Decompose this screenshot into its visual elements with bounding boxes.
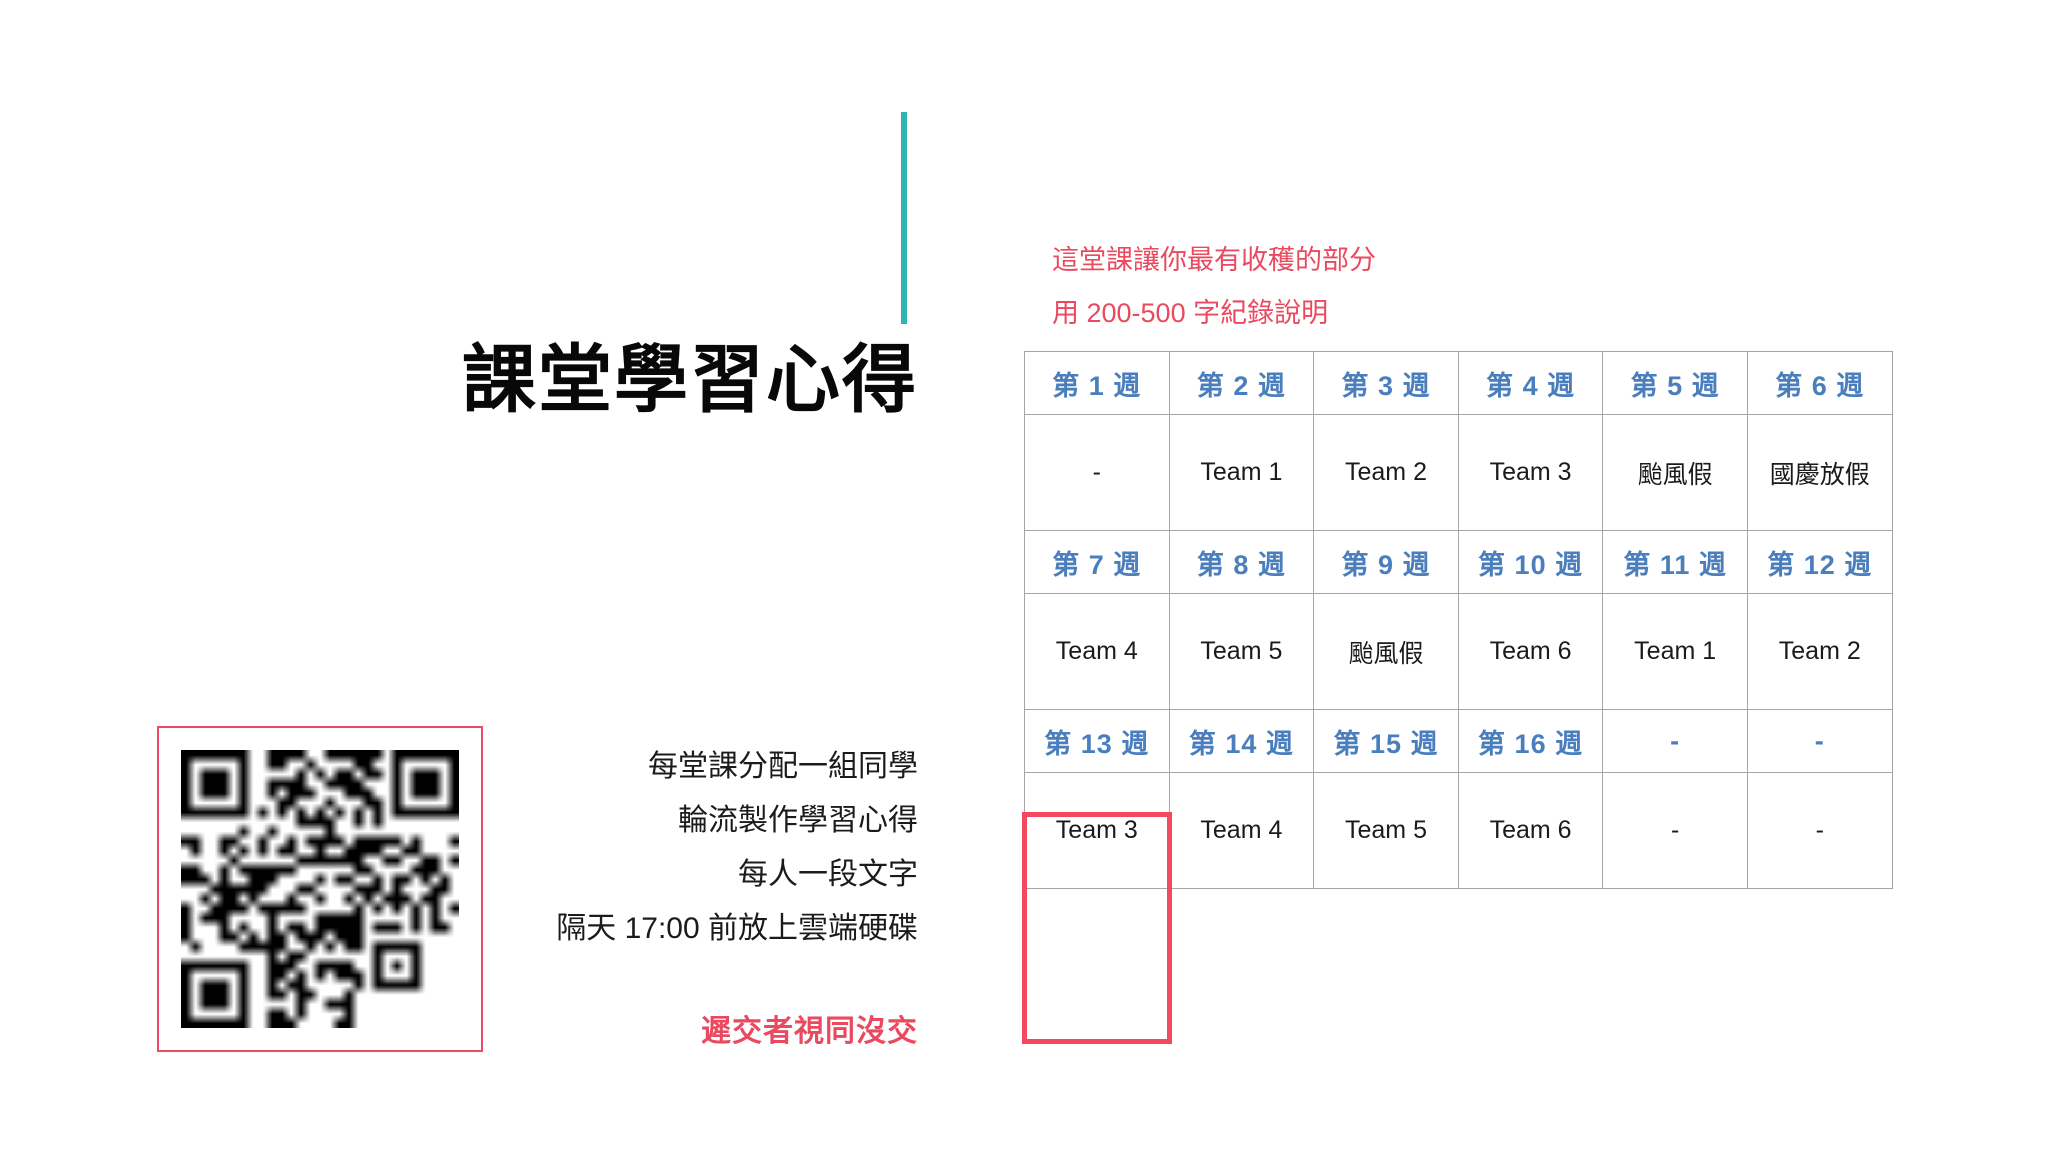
team-assignment-cell: - — [1024, 414, 1170, 531]
week-header-row: 第 13 週第 14 週第 15 週第 16 週-- — [1024, 709, 1893, 773]
team-assignment-cell: Team 4 — [1024, 593, 1170, 710]
instruction-line: 每人一段文字 — [738, 858, 918, 891]
week-header-cell: - — [1602, 709, 1748, 773]
team-assignment-cell: Team 3 — [1024, 772, 1170, 889]
page-title: 課堂學習心得 — [462, 338, 918, 421]
instruction-line: 隔天 17:00 前放上雲端硬碟 — [556, 912, 918, 945]
instruction-block: 每堂課分配一組同學 輪流製作學習心得 每人一段文字 隔天 17:00 前放上雲端… — [370, 740, 918, 1050]
week-header-cell: 第 1 週 — [1024, 351, 1170, 415]
instruction-line: 輪流製作學習心得 — [678, 804, 918, 837]
week-header-cell: 第 4 週 — [1457, 351, 1604, 415]
qr-code-icon — [181, 750, 459, 1028]
late-submission-warning: 遲交者視同沒交 — [701, 1015, 918, 1048]
team-assignment-cell: - — [1746, 772, 1893, 889]
week-header-cell: 第 11 週 — [1602, 530, 1748, 594]
week-header-cell: 第 10 週 — [1457, 530, 1604, 594]
week-header-row: 第 7 週第 8 週第 9 週第 10 週第 11 週第 12 週 — [1024, 530, 1893, 594]
week-header-cell: 第 15 週 — [1313, 709, 1459, 773]
week-header-row: 第 1 週第 2 週第 3 週第 4 週第 5 週第 6 週 — [1024, 351, 1893, 415]
week-header-cell: 第 3 週 — [1313, 351, 1459, 415]
team-assignment-cell: Team 2 — [1313, 414, 1459, 531]
week-header-cell: 第 7 週 — [1024, 530, 1170, 594]
qr-code-frame[interactable] — [157, 726, 483, 1052]
team-assignment-cell: - — [1602, 772, 1748, 889]
instruction-line: 每堂課分配一組同學 — [648, 750, 918, 783]
team-assignment-cell: 颱風假 — [1313, 593, 1459, 710]
week-header-cell: 第 8 週 — [1168, 530, 1315, 594]
team-assignment-cell: Team 5 — [1168, 593, 1315, 710]
week-header-cell: 第 14 週 — [1168, 709, 1315, 773]
accent-rule — [901, 112, 907, 324]
week-header-cell: 第 5 週 — [1602, 351, 1748, 415]
week-header-cell: 第 9 週 — [1313, 530, 1459, 594]
team-assignment-cell: Team 4 — [1168, 772, 1315, 889]
week-header-cell: 第 13 週 — [1024, 709, 1170, 773]
team-assignment-cell: Team 1 — [1602, 593, 1748, 710]
team-assignment-cell: Team 6 — [1457, 593, 1604, 710]
note-line: 用 200-500 字紀錄說明 — [1052, 298, 1329, 328]
assignment-notes: 這堂課讓你最有收穫的部分 用 200-500 字紀錄說明 — [1052, 234, 1892, 340]
team-assignment-cell: Team 1 — [1168, 414, 1315, 531]
team-assignment-cell: Team 6 — [1457, 772, 1604, 889]
week-header-cell: 第 6 週 — [1746, 351, 1893, 415]
team-assignment-cell: Team 2 — [1746, 593, 1893, 710]
week-header-cell: 第 12 週 — [1746, 530, 1893, 594]
team-assignment-cell: Team 3 — [1457, 414, 1604, 531]
team-assignment-cell: Team 5 — [1313, 772, 1459, 889]
week-header-cell: - — [1746, 709, 1893, 773]
week-header-cell: 第 2 週 — [1168, 351, 1315, 415]
team-assignment-cell: 颱風假 — [1602, 414, 1748, 531]
week-header-cell: 第 16 週 — [1457, 709, 1604, 773]
team-assignment-cell: 國慶放假 — [1746, 414, 1893, 531]
note-line: 這堂課讓你最有收穫的部分 — [1052, 245, 1376, 275]
